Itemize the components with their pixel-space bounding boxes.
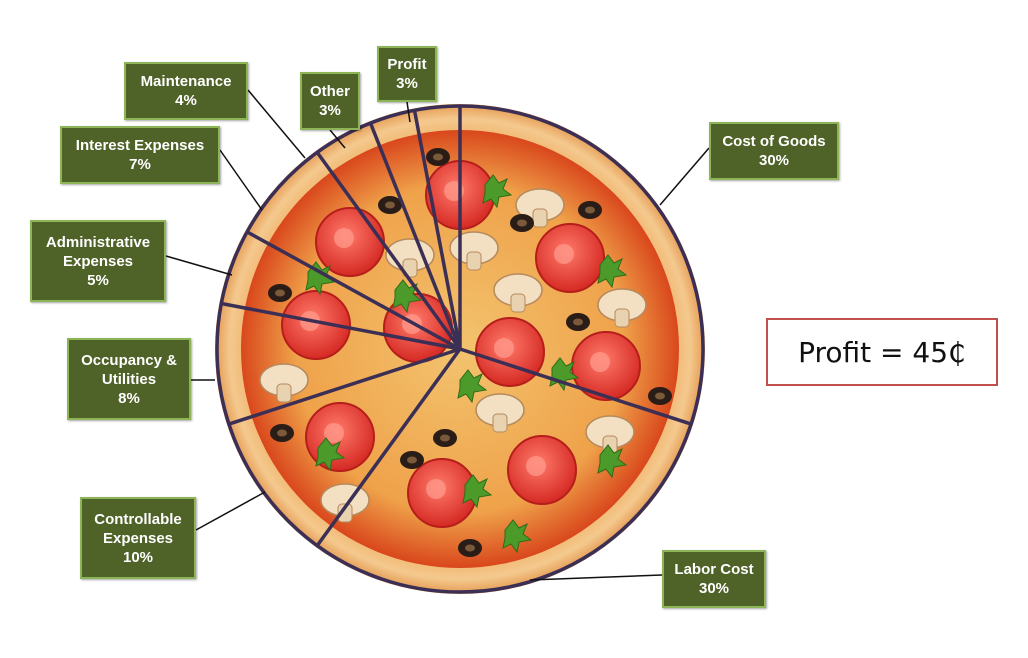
slice-divider-2 — [315, 347, 462, 547]
olive-center — [465, 544, 475, 552]
tomato-seed — [324, 423, 344, 443]
slice-dividers — [215, 104, 705, 594]
tomato-seed — [590, 352, 610, 372]
olive-center — [655, 392, 665, 400]
olive-center — [385, 201, 395, 209]
olive-center — [517, 219, 527, 227]
slice-label-text: Other — [309, 83, 350, 100]
leader-line-0 — [659, 147, 710, 206]
leader-line-5 — [219, 149, 263, 211]
herb-leaf — [482, 174, 513, 209]
slice-divider-7 — [368, 122, 462, 350]
slice-label-text: Controllable — [94, 510, 182, 528]
slice-label-text: Expenses — [62, 252, 134, 270]
slice-divider-4 — [220, 301, 461, 351]
olive-center — [277, 429, 287, 437]
slice-divider-5 — [246, 230, 461, 351]
slice-label-text: Profit — [387, 56, 427, 73]
slice-label-value: 7% — [129, 156, 151, 173]
slice-divider-8 — [412, 109, 462, 350]
slice-label-value: 4% — [175, 92, 197, 109]
herb-leaf — [315, 437, 346, 472]
herb-leaf — [597, 254, 628, 289]
mushroom-stem — [510, 293, 526, 313]
herb-leaf — [597, 444, 628, 479]
tomato-seed — [334, 228, 354, 248]
slice-label-labor-cost: Labor Cost 30% — [662, 550, 766, 608]
herb-leaf — [502, 519, 533, 554]
slice-label-interest-expenses: Interest Expenses 7% — [60, 126, 220, 184]
mushroom-stem — [466, 251, 482, 271]
slice-label-text: Administrative — [45, 233, 151, 251]
label-leader-lines — [165, 89, 710, 581]
leader-line-7 — [329, 129, 346, 149]
slice-label-text: Expenses — [102, 529, 174, 547]
leader-line-4 — [165, 255, 233, 276]
slice-label-value: 10% — [122, 548, 154, 566]
olive-center — [407, 456, 417, 464]
leader-line-2 — [195, 491, 266, 531]
tomato-seed — [426, 479, 446, 499]
slice-divider-1 — [459, 347, 692, 426]
mushroom-stem — [532, 208, 548, 228]
slice-label-profit: Profit 3% — [377, 46, 437, 102]
mushroom-stem — [276, 383, 292, 403]
slice-label-cost-of-goods: Cost of Goods 30% — [709, 122, 839, 180]
slice-label-text: Occupancy & — [81, 351, 177, 369]
slice-label-value: 30% — [758, 152, 790, 169]
olive-center — [275, 289, 285, 297]
slice-label-value: 30% — [698, 580, 730, 597]
slice-divider-6 — [315, 151, 462, 351]
leader-line-6 — [247, 89, 306, 159]
pizza-outline — [215, 104, 705, 594]
profit-annotation: Profit = 45₵ — [766, 318, 998, 386]
leader-line-1 — [529, 574, 663, 581]
tomato-seed — [526, 456, 546, 476]
slice-label-text: Maintenance — [140, 73, 232, 90]
slice-label-text: Labor Cost — [674, 561, 754, 578]
leader-line-8 — [406, 101, 411, 123]
slice-label-value: 8% — [118, 389, 140, 407]
herb-leaf — [457, 369, 488, 404]
tomato-seed — [494, 338, 514, 358]
slice-label-value: 3% — [319, 102, 341, 119]
slice-label-value: 5% — [87, 271, 109, 289]
olive-center — [440, 434, 450, 442]
olive-center — [585, 206, 595, 214]
profit-annotation-text: Profit = 45₵ — [798, 335, 966, 369]
mushroom-stem — [337, 503, 353, 523]
slice-label-maintenance: Maintenance 4% — [124, 62, 248, 120]
olive-center — [573, 318, 583, 326]
slice-label-text: Interest Expenses — [75, 137, 205, 154]
slice-label-other: Other 3% — [300, 72, 360, 130]
mushroom-stem — [492, 413, 508, 433]
tomato-seed — [554, 244, 574, 264]
mushroom-stem — [614, 308, 630, 328]
slice-label-text: Utilities — [101, 370, 157, 388]
slice-label-text: Cost of Goods — [722, 133, 826, 150]
slice-divider-3 — [228, 347, 461, 426]
slice-label-value: 3% — [396, 75, 418, 92]
herb-leaf — [462, 474, 493, 509]
olive-center — [433, 153, 443, 161]
pizza-illustration — [215, 104, 705, 594]
